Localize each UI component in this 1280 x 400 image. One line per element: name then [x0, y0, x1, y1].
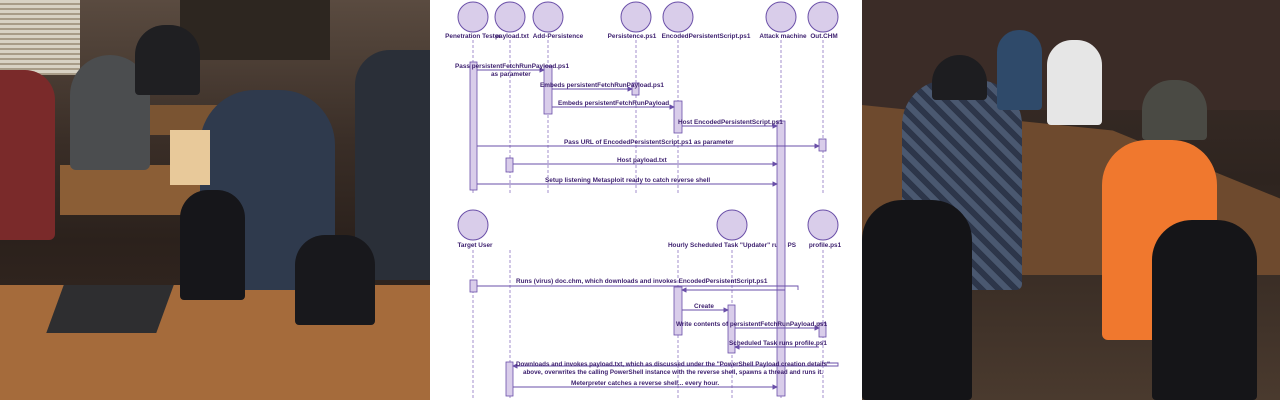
message-label: Host EncodedPersistentScript.ps1 — [678, 119, 783, 126]
participant-profile-ps1-icon — [808, 210, 838, 240]
message-label: Meterpreter catches a reverse shell... e… — [571, 380, 719, 387]
message-label: Host payload.txt — [617, 157, 668, 164]
photo-right — [862, 0, 1280, 400]
participant-label: Attack machine — [759, 33, 807, 40]
participant-scheduled-task-icon — [717, 210, 747, 240]
participant-label: Target User — [457, 242, 493, 249]
person-orange-cap — [1142, 80, 1207, 140]
message-label: Scheduled Task runs profile.ps1 — [729, 340, 827, 347]
message-label: Embeds persistentFetchRunPayload — [558, 100, 669, 107]
message-label: Write contents of persistentFetchRunPayl… — [676, 321, 828, 328]
participant-label: EncodedPersistentScript.ps1 — [662, 33, 751, 40]
chair-left — [180, 190, 245, 300]
message-label: Embeds persistentFetchRunPayload.ps1 — [540, 82, 664, 89]
sequence-diagram-svg: Penetration Tester payload.txt Add-Persi… — [430, 0, 862, 400]
person-red — [0, 70, 55, 240]
message-label: Downloads and invokes payload.txt, which… — [516, 361, 830, 368]
message-label: Runs (virus) doc.chm, which downloads an… — [516, 278, 768, 285]
participant-attack-machine-icon — [766, 2, 796, 32]
participant-add-persistence-icon — [533, 2, 563, 32]
message-label: above, overwrites the calling PowerShell… — [523, 369, 823, 376]
person-black — [135, 25, 200, 95]
message-label: Create — [694, 303, 714, 310]
person-white — [1047, 40, 1102, 125]
participant-label: Out.CHM — [810, 33, 837, 40]
chair-front-right — [1152, 220, 1257, 400]
participant-label: payload.txt — [495, 33, 530, 40]
participant-payload-txt-icon — [495, 2, 525, 32]
chair-right — [295, 235, 375, 325]
message-label: Pass persistentFetchRunPayload.ps1 — [455, 63, 569, 70]
participant-label: Add-Persistence — [533, 33, 584, 40]
participant-target-user-icon — [458, 210, 488, 240]
message-label: Pass URL of EncodedPersistentScript.ps1 … — [564, 139, 734, 146]
participant-persistence-ps1-icon — [621, 2, 651, 32]
window-blinds — [0, 0, 80, 75]
laptop-front — [46, 285, 173, 333]
person-blue — [997, 30, 1042, 110]
participant-label: Penetration Tester — [445, 33, 501, 40]
participant-label: profile.ps1 — [809, 242, 842, 249]
participant-out-chm-icon — [808, 2, 838, 32]
chair-front-left — [862, 200, 972, 400]
participant-label: Persistence.ps1 — [608, 33, 657, 40]
laptop-screen — [170, 130, 210, 185]
participants-top — [458, 2, 838, 32]
wall-panel — [180, 0, 330, 60]
participant-penetration-tester-icon — [458, 2, 488, 32]
photo-left — [0, 0, 430, 400]
message-label: Setup listening Metasploit ready to catc… — [545, 177, 710, 184]
sequence-diagram: Penetration Tester payload.txt Add-Persi… — [430, 0, 862, 400]
message-label: as parameter — [491, 71, 531, 78]
participant-encoded-script-icon — [663, 2, 693, 32]
